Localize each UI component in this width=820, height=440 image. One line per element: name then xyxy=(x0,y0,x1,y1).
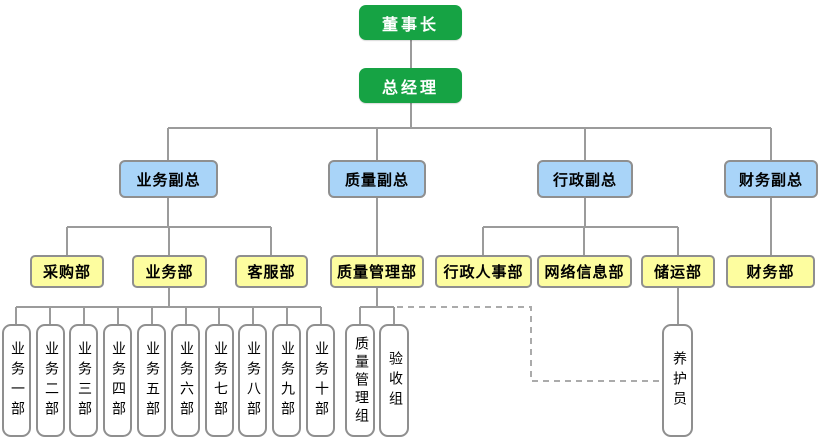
node-dept-admin-hr: 行政人事部 xyxy=(435,255,532,288)
node-quality-management-group: 质量管理组 xyxy=(345,324,375,437)
node-vp-admin: 行政副总 xyxy=(537,160,633,198)
node-business-unit-3: 业务三部 xyxy=(69,324,98,437)
node-business-unit-2: 业务二部 xyxy=(36,324,65,437)
node-business-unit-9: 业务九部 xyxy=(272,324,301,437)
node-business-unit-4: 业务四部 xyxy=(103,324,132,437)
node-vp-finance: 财务副总 xyxy=(724,160,818,198)
node-dept-quality-management: 质量管理部 xyxy=(330,255,424,288)
node-dept-customer-service: 客服部 xyxy=(235,255,308,288)
node-chairman: 董事长 xyxy=(359,5,462,40)
node-maintenance-staff: 养护员 xyxy=(662,324,693,437)
node-dept-storage-transport: 储运部 xyxy=(641,255,715,288)
node-business-unit-5: 业务五部 xyxy=(137,324,166,437)
dashed-connector xyxy=(397,306,661,382)
node-business-unit-1: 业务一部 xyxy=(2,324,31,437)
node-dept-network-info: 网络信息部 xyxy=(537,255,632,288)
node-dept-business: 业务部 xyxy=(132,255,207,288)
node-business-unit-6: 业务六部 xyxy=(171,324,200,437)
node-business-unit-10: 业务十部 xyxy=(306,324,335,437)
node-business-unit-7: 业务七部 xyxy=(205,324,234,437)
node-general-manager: 总经理 xyxy=(359,68,462,103)
node-business-unit-8: 业务八部 xyxy=(238,324,267,437)
node-acceptance-group: 验收组 xyxy=(379,324,409,437)
node-vp-quality: 质量副总 xyxy=(328,160,426,198)
node-dept-procurement: 采购部 xyxy=(30,255,104,288)
node-vp-business: 业务副总 xyxy=(119,160,218,198)
node-dept-finance: 财务部 xyxy=(726,255,815,288)
